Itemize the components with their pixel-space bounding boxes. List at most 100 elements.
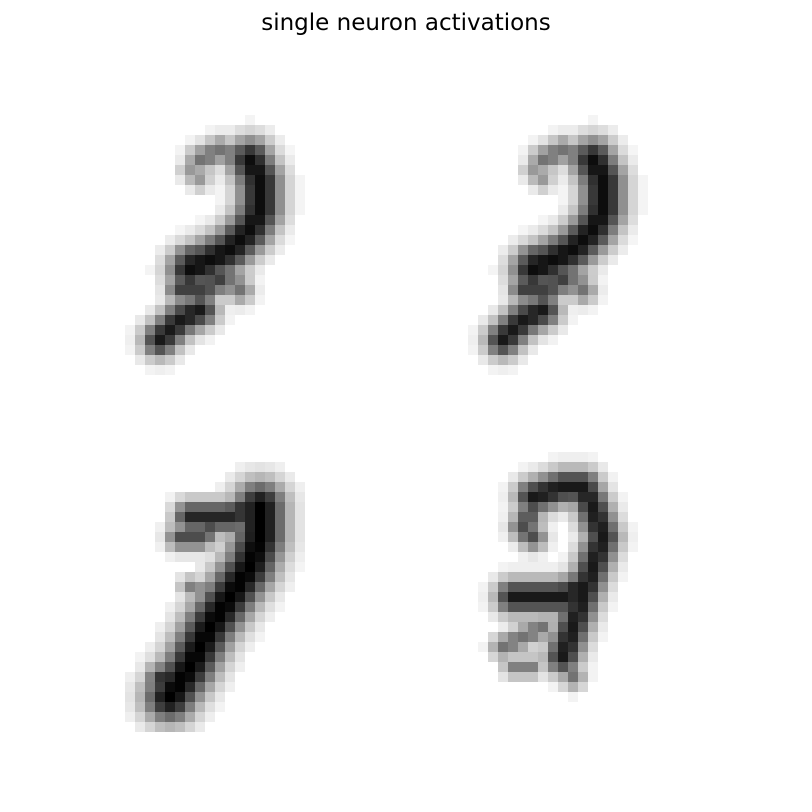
activation-pixel [255,275,265,285]
activation-pixel [155,652,165,662]
activation-pixel [618,155,628,165]
activation-pixel [618,145,628,155]
activation-pixel [468,335,478,345]
activation-pixel [145,692,155,702]
activation-pixel [518,472,528,482]
activation-pixel [538,502,548,512]
activation-pixel [205,502,215,512]
activation-pixel [195,642,205,652]
activation-pixel [195,165,205,175]
activation-pixel [235,632,245,642]
activation-pixel [235,512,245,522]
activation-pixel [205,642,215,652]
activation-pixel [598,285,608,295]
activation-pixel [145,305,155,315]
activation-pixel [185,345,195,355]
activation-pixel [235,472,245,482]
activation-pixel [508,492,518,502]
activation-pixel [155,295,165,305]
activation-pixel [265,145,275,155]
activation-pixel [468,325,478,335]
activation-pixel [205,335,215,345]
activation-pixel [165,265,175,275]
activation-pixel [608,562,618,572]
activation-pixel [235,502,245,512]
activation-pixel [285,512,295,522]
activation-pixel [155,335,165,345]
activation-pixel [275,492,285,502]
activation-pixel [528,462,538,472]
activation-pixel [275,582,285,592]
activation-pixel [538,185,548,195]
activation-pixel [155,245,165,255]
activation-pixel [295,542,305,552]
activation-pixel [548,562,558,572]
activation-pixel [568,542,578,552]
activation-pixel [558,225,568,235]
chart-title: single neuron activations [261,10,551,36]
activation-pixel [528,512,538,522]
activation-pixel [205,145,215,155]
activation-pixel [608,582,618,592]
activation-pixel [488,325,498,335]
activation-pixel [285,482,295,492]
activation-pixel [195,155,205,165]
activation-pixel [568,215,578,225]
activation-pixel [598,472,608,482]
activation-pixel [538,265,548,275]
activation-pixel [568,195,578,205]
activation-panel-3 [125,452,405,732]
activation-pixel [548,592,558,602]
activation-pixel [215,145,225,155]
activation-pixel [608,502,618,512]
activation-pixel [568,165,578,175]
activation-pixel [588,305,598,315]
activation-pixel [498,355,508,365]
activation-pixel [225,195,235,205]
activation-pixel [195,285,205,295]
activation-pixel [538,165,548,175]
activation-pixel [285,145,295,155]
activation-pixel [245,552,255,562]
activation-pixel [548,612,558,622]
activation-pixel [598,145,608,155]
activation-pixel [518,225,528,235]
activation-pixel [518,642,528,652]
activation-pixel [205,632,215,642]
activation-pixel [608,532,618,542]
activation-pixel [468,345,478,355]
activation-pixel [205,175,215,185]
activation-pixel [578,632,588,642]
activation-pixel [185,225,195,235]
activation-pixel [195,215,205,225]
activation-pixel [205,532,215,542]
activation-pixel [518,582,528,592]
activation-pixel [558,462,568,472]
activation-pixel [145,642,155,652]
activation-pixel [518,175,528,185]
activation-pixel [175,682,185,692]
activation-pixel [618,512,628,522]
activation-pixel [588,235,598,245]
activation-pixel [528,295,538,305]
activation-pixel [145,315,155,325]
activation-pixel [185,275,195,285]
activation-pixel [235,175,245,185]
activation-pixel [295,532,305,542]
activation-pixel [518,335,528,345]
activation-pixel [265,255,275,265]
activation-pixel [265,155,275,165]
activation-pixel [205,165,215,175]
activation-pixel [598,185,608,195]
activation-pixel [618,245,628,255]
activation-pixel [598,532,608,542]
activation-pixel [295,175,305,185]
activation-pixel [215,502,225,512]
activation-pixel [215,642,225,652]
activation-pixel [488,592,498,602]
activation-pixel [568,492,578,502]
activation-pixel [508,275,518,285]
activation-pixel [205,492,215,502]
activation-pixel [538,582,548,592]
activation-pixel [215,195,225,205]
